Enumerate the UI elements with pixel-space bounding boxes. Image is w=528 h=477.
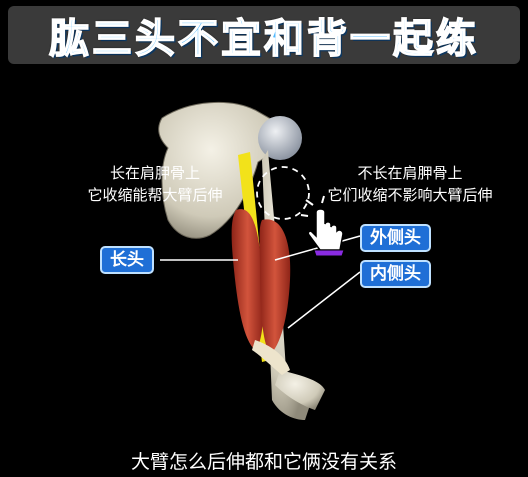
long-head-note-line2: 它收缩能帮大臂后伸 [87, 186, 223, 204]
forearm-bone [275, 370, 325, 410]
lateral-head-tag: 外侧头 [360, 224, 431, 252]
triceps-tendon [252, 340, 290, 375]
long-head-muscle [231, 209, 264, 350]
other-heads-note-line2: 它们收缩不影响大臂后伸 [327, 186, 493, 204]
medial-head-line [287, 271, 361, 329]
lateral-head-muscle [259, 219, 291, 355]
long-head-note-line1: 长在肩胛骨上 [109, 164, 200, 182]
caption-subtitle: 大臂怎么后伸都和它俩没有关系 [130, 451, 397, 473]
other-heads-note: 不长在肩胛骨上 它们收缩不影响大臂后伸 [300, 162, 520, 206]
long-head-note: 长在肩胛骨上 它收缩能帮大臂后伸 [55, 162, 255, 206]
arm-anatomy-illustration [158, 102, 361, 420]
highlight-circle [256, 166, 310, 220]
page-title: 肱三头不宜和背一起练 [48, 15, 479, 63]
humeral-head [258, 116, 302, 160]
anatomy-stage: 长在肩胛骨上 它收缩能帮大臂后伸 不长在肩胛骨上 它们收缩不影响大臂后伸 长头 … [0, 70, 528, 430]
hand-pointer-icon [300, 195, 345, 257]
title-banner: 肱三头不宜和背一起练 [8, 6, 520, 64]
scapula-bone [158, 102, 291, 239]
other-heads-note-line1: 不长在肩胛骨上 [357, 164, 463, 182]
medial-head-tag: 内侧头 [360, 260, 431, 288]
long-head-tag: 长头 [100, 246, 154, 274]
lateral-head-line [274, 235, 361, 261]
